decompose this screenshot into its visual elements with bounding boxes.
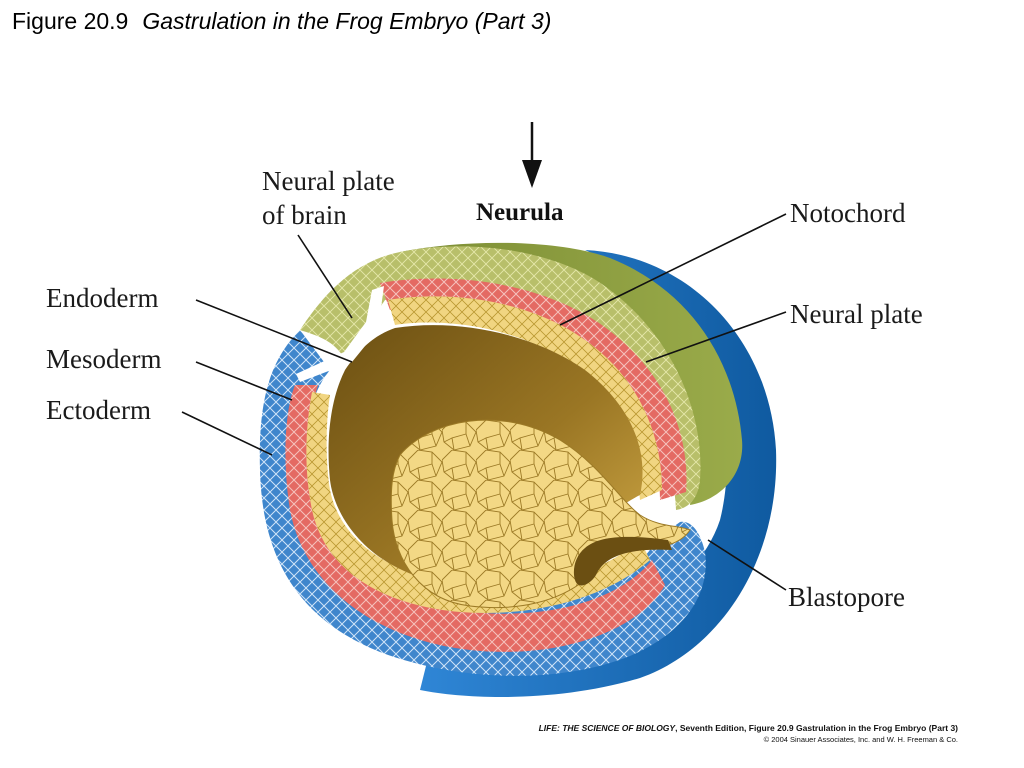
label-neural-plate: Neural plate — [790, 299, 923, 329]
leader-endoderm — [195, 299, 353, 363]
credit-line: LIFE: THE SCIENCE OF BIOLOGY, Seventh Ed… — [539, 723, 958, 744]
label-ectoderm: Ectoderm — [46, 395, 151, 425]
stage-label: Neurula — [476, 199, 564, 226]
figure-number: Figure 20.9 — [12, 8, 129, 34]
arrowhead-icon — [522, 160, 542, 188]
credit-copyright: © 2004 Sinauer Associates, Inc. and W. H… — [763, 735, 958, 744]
leader-neural-plate — [645, 311, 787, 363]
label-blastopore: Blastopore — [788, 582, 905, 612]
label-mesoderm: Mesoderm — [46, 344, 161, 374]
leader-blastopore — [707, 539, 787, 591]
label-neural-plate-brain-line1: Neural plate — [262, 166, 395, 196]
page-title: Figure 20.9 Gastrulation in the Frog Embr… — [12, 8, 551, 35]
label-neural-plate-brain-line2: of brain — [262, 200, 347, 230]
neural-plate-brain-layer — [300, 246, 701, 510]
credit-book: LIFE: THE SCIENCE OF BIOLOGY — [538, 723, 676, 733]
blastopore-slit — [573, 536, 672, 586]
label-notochord: Notochord — [790, 198, 906, 228]
leader-notochord — [559, 213, 787, 326]
figure-title: Gastrulation in the Frog Embryo (Part 3) — [142, 8, 552, 34]
label-endoderm: Endoderm — [46, 283, 158, 313]
credit-rest: , Seventh Edition, Figure 20.9 Gastrulat… — [675, 723, 958, 733]
leader-mesoderm — [195, 361, 293, 401]
leader-neural-plate-brain — [297, 234, 353, 319]
neural-groove — [296, 286, 384, 382]
neural-plate-surface — [400, 242, 743, 505]
leader-ectoderm — [181, 411, 273, 456]
